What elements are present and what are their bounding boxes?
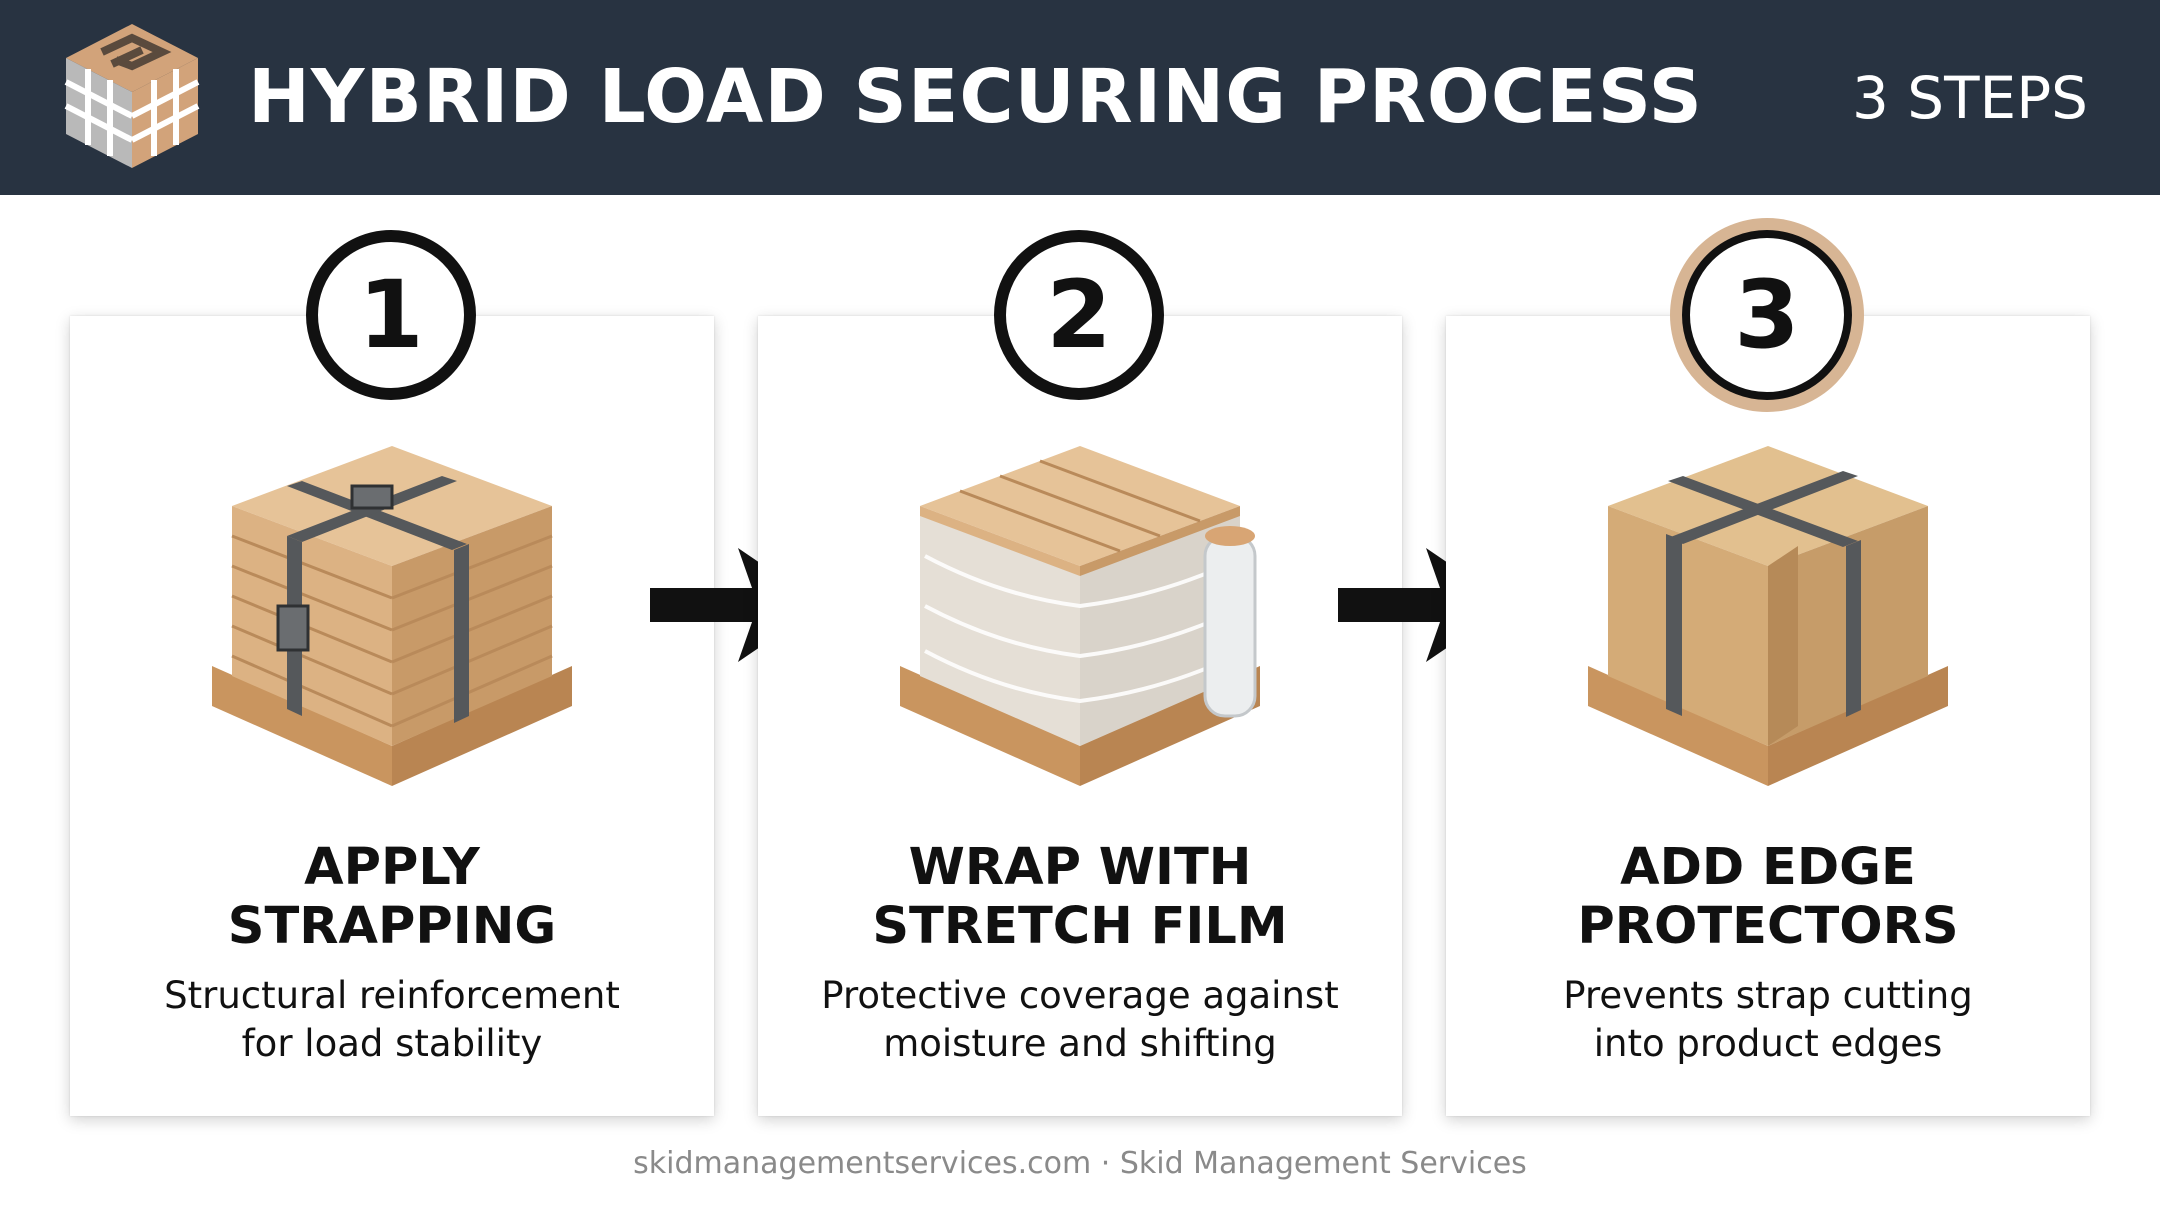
step-title-line: ADD EDGE xyxy=(1620,838,1916,897)
step-title-line: WRAP WITH xyxy=(908,838,1252,897)
step-description-line: into product edges xyxy=(1593,1022,1943,1065)
footer-credit: skidmanagementservices.com · Skid Manage… xyxy=(633,1146,1527,1181)
step-description-line: Prevents strap cutting xyxy=(1563,974,1973,1017)
step-description: Protective coverage against moisture and… xyxy=(778,972,1382,1068)
step-number-badge-1: 1 xyxy=(306,230,476,400)
step-title-line: STRETCH FILM xyxy=(872,897,1288,956)
step-description-line: moisture and shifting xyxy=(883,1022,1277,1065)
step-card-1: APPLY STRAPPING Structural reinforcement… xyxy=(70,316,714,1116)
step-description: Prevents strap cutting into product edge… xyxy=(1466,972,2070,1068)
page-title: HYBRID LOAD SECURING PROCESS xyxy=(248,54,1703,140)
step-title: WRAP WITH STRETCH FILM xyxy=(758,838,1402,956)
edge-protected-box-icon xyxy=(1588,446,1948,786)
step-title: ADD EDGE PROTECTORS xyxy=(1446,838,2090,956)
steps-count-label: 3 STEPS xyxy=(1851,64,2088,132)
step-title-line: STRAPPING xyxy=(227,897,557,956)
step-number-badge-2: 2 xyxy=(994,230,1164,400)
step-description: Structural reinforcement for load stabil… xyxy=(90,972,694,1068)
step-title-line: PROTECTORS xyxy=(1577,897,1959,956)
step-description-line: Structural reinforcement xyxy=(164,974,620,1017)
step-number-badge-3: 3 xyxy=(1682,230,1852,400)
strapped-pallet-icon xyxy=(212,446,572,786)
step-description-line: Protective coverage against xyxy=(821,974,1339,1017)
header-bar: HYBRID LOAD SECURING PROCESS 3 STEPS xyxy=(0,0,2160,195)
step-card-2: WRAP WITH STRETCH FILM Protective covera… xyxy=(758,316,1402,1116)
step-title: APPLY STRAPPING xyxy=(70,838,714,956)
step-description-line: for load stability xyxy=(241,1022,543,1065)
step-card-3: ADD EDGE PROTECTORS Prevents strap cutti… xyxy=(1446,316,2090,1116)
step-title-line: APPLY xyxy=(304,838,480,897)
pallet-logo-icon xyxy=(64,24,200,168)
stretch-wrapped-pallet-icon xyxy=(900,446,1260,786)
